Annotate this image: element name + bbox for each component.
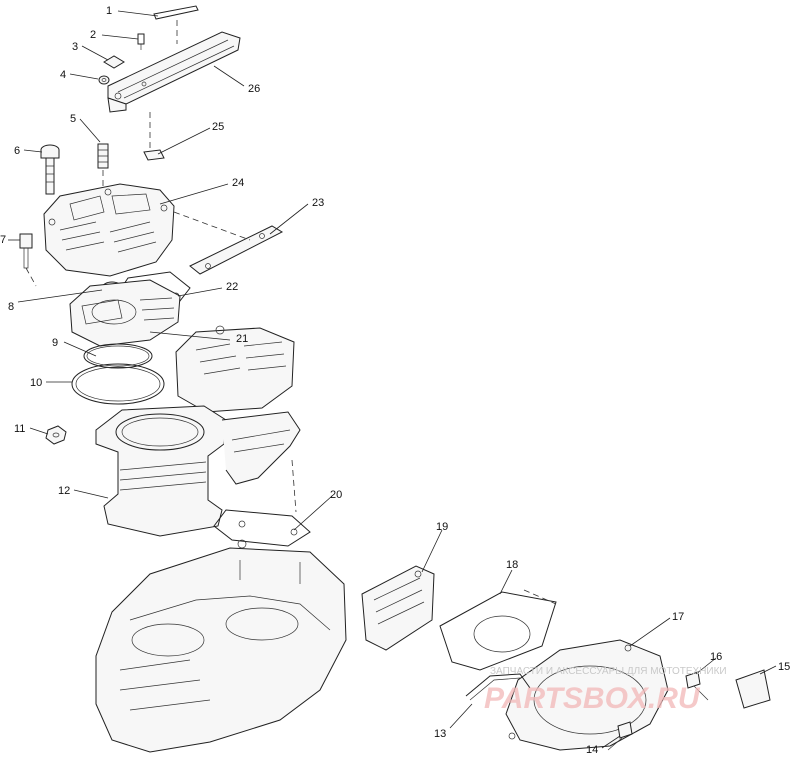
callout-7: 7 (0, 234, 6, 246)
part-4-washer (98, 75, 110, 85)
callout-4: 4 (60, 69, 66, 81)
part-10-head-gasket (71, 363, 165, 405)
part-1-rod (153, 5, 199, 44)
callout-20: 20 (330, 489, 342, 501)
callout-10: 10 (30, 377, 42, 389)
callout-13: 13 (434, 728, 446, 740)
callout-labels: 1 2 3 4 5 6 7 8 9 10 11 12 13 14 15 16 1… (0, 5, 790, 756)
callout-25: 25 (212, 121, 224, 133)
callout-8: 8 (8, 301, 14, 313)
callout-21: 21 (236, 333, 248, 345)
part-11-nut (45, 425, 67, 445)
part-13-o-ring (465, 673, 531, 701)
callout-12: 12 (58, 485, 70, 497)
part-12-cylinder (95, 405, 301, 537)
callout-14: 14 (586, 744, 598, 756)
watermark-logo: PARTSBOX.RU (484, 682, 701, 715)
crankcase (95, 539, 347, 753)
callout-6: 6 (14, 145, 20, 157)
callout-9: 9 (52, 337, 58, 349)
callout-11: 11 (14, 423, 25, 435)
callout-24: 24 (232, 177, 244, 189)
callout-19: 19 (436, 521, 448, 533)
callout-18: 18 (506, 559, 518, 571)
part-25-clip (143, 112, 165, 161)
callout-2: 2 (90, 29, 96, 41)
callout-3: 3 (72, 41, 78, 53)
part-20-base-gasket (213, 459, 311, 547)
part-23-strap (173, 211, 284, 275)
part-3-decal (103, 55, 125, 69)
callout-15: 15 (778, 661, 790, 673)
callout-5: 5 (70, 113, 76, 125)
part-7-sensor (19, 233, 37, 287)
leader-lines (8, 10, 777, 749)
callout-17: 17 (672, 611, 684, 623)
part-21-cylinder-head (69, 279, 181, 347)
part-26-bracket (107, 31, 241, 113)
watermark: ЗАПЧАСТИ И АКСЕССУАРЫ ДЛЯ МОТОТЕХНИКИ PA… (484, 666, 727, 715)
part-2-screw (137, 33, 145, 50)
part-19-reed-valve (361, 565, 435, 651)
callout-26: 26 (248, 83, 260, 95)
rear-cylinder-head (175, 325, 295, 413)
callout-16: 16 (710, 651, 722, 663)
part-6-bolt (40, 144, 60, 195)
callout-22: 22 (226, 281, 238, 293)
part-15-bracket (735, 669, 771, 709)
part-16-bolt (685, 671, 709, 701)
part-14-bolt (607, 721, 633, 751)
part-24-head-cover (43, 183, 175, 277)
callout-23: 23 (312, 197, 324, 209)
callout-1: 1 (106, 5, 112, 17)
part-9-o-ring (83, 343, 153, 369)
part-18-reed-gasket (439, 589, 557, 671)
watermark-caption: ЗАПЧАСТИ И АКСЕССУАРЫ ДЛЯ МОТОТЕХНИКИ (490, 666, 727, 677)
part-5-stud (97, 143, 109, 188)
